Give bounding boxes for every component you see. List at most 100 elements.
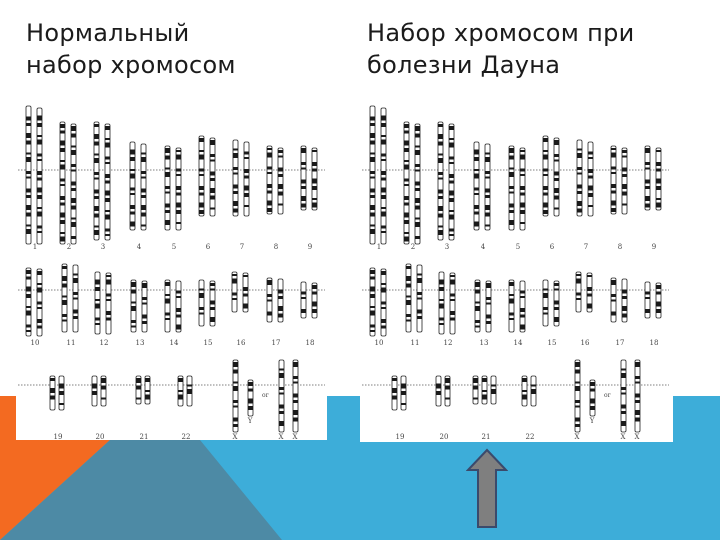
chromosome-number-label: 1 bbox=[377, 243, 381, 251]
chromosome bbox=[175, 280, 182, 333]
chromosome-number-label: 13 bbox=[480, 339, 489, 347]
chromosome-number-label: 10 bbox=[31, 339, 40, 347]
chromosome-number-label: 12 bbox=[444, 339, 453, 347]
chromosome-number-label: 22 bbox=[182, 433, 191, 440]
chromosome bbox=[300, 145, 307, 211]
chromosome-number-label: 20 bbox=[96, 433, 105, 440]
chromosome bbox=[542, 279, 549, 327]
chromosome-number-label: 9 bbox=[308, 243, 312, 251]
chromosome bbox=[449, 272, 456, 335]
chromosome bbox=[141, 280, 148, 333]
chromosome-number-label: 6 bbox=[550, 243, 555, 251]
chromosome bbox=[576, 139, 583, 217]
chromosome bbox=[209, 137, 216, 217]
chromosome-number-label: 13 bbox=[136, 339, 145, 347]
chromosome bbox=[25, 267, 32, 337]
chromosome bbox=[72, 264, 79, 333]
chromosome bbox=[444, 375, 451, 407]
chromosome bbox=[574, 359, 581, 433]
teal-triangle-shape bbox=[0, 440, 282, 540]
chromosome-number-label: 16 bbox=[237, 339, 246, 347]
chromosome-number-label: 7 bbox=[240, 243, 244, 251]
or-label: or bbox=[604, 392, 611, 399]
chromosome bbox=[186, 375, 193, 407]
chromosome-number-label: 21 bbox=[482, 433, 491, 441]
chromosome bbox=[209, 280, 216, 327]
chromosome bbox=[484, 143, 491, 231]
chromosome bbox=[243, 141, 250, 217]
chromosome bbox=[380, 107, 387, 245]
chromosome bbox=[644, 145, 651, 211]
chromosome bbox=[140, 143, 147, 231]
chromosome-number-label: 15 bbox=[204, 339, 213, 347]
chromosome bbox=[300, 281, 307, 319]
chromosome bbox=[403, 121, 410, 245]
chromosome bbox=[490, 375, 497, 405]
chromosome-number-label: 19 bbox=[54, 433, 63, 440]
chromosome bbox=[519, 280, 526, 333]
chromosome-number-label: X bbox=[233, 433, 238, 440]
chromosome bbox=[100, 375, 107, 407]
chromosome bbox=[104, 123, 111, 241]
chromosome bbox=[519, 147, 526, 231]
chromosome bbox=[416, 264, 423, 333]
chromosome bbox=[61, 263, 68, 333]
chromosome bbox=[144, 375, 151, 405]
chromosome-number-label: X bbox=[279, 433, 284, 440]
chromosome bbox=[621, 147, 628, 215]
chromosome bbox=[530, 375, 537, 407]
up-arrow-icon bbox=[466, 448, 508, 528]
chromosome-number-label: X bbox=[575, 433, 580, 441]
or-label: or bbox=[262, 392, 269, 399]
chromosome bbox=[164, 279, 171, 333]
chromosome-number-label: 5 bbox=[516, 243, 520, 251]
chromosome bbox=[266, 277, 273, 323]
chromosome bbox=[485, 280, 492, 333]
chromosome bbox=[135, 375, 142, 405]
chromosome-number-label: 10 bbox=[375, 339, 384, 347]
chromosome bbox=[587, 141, 594, 217]
chromosome bbox=[391, 375, 398, 411]
chromosome-number-label: 14 bbox=[170, 339, 179, 347]
chromosome-number-label: 8 bbox=[618, 243, 622, 251]
chromosome bbox=[474, 279, 481, 333]
chromosome bbox=[620, 359, 627, 433]
chromosome bbox=[380, 268, 387, 337]
chromosome bbox=[400, 375, 407, 411]
chromosome bbox=[70, 123, 77, 245]
chromosome bbox=[93, 121, 100, 241]
chromosome bbox=[36, 107, 43, 245]
chromosome bbox=[508, 145, 515, 231]
chromosome bbox=[586, 272, 593, 313]
chromosome-number-label: 3 bbox=[445, 243, 449, 251]
chromosome bbox=[644, 281, 651, 319]
chromosome-number-label: X bbox=[635, 433, 640, 441]
chromosome bbox=[472, 375, 479, 405]
chromosome bbox=[508, 279, 515, 333]
chromosome-number-label: 11 bbox=[411, 339, 420, 347]
normal-karyotype-title: Нормальный набор хромосом bbox=[26, 19, 236, 79]
chromosome-number-label: 12 bbox=[100, 339, 109, 347]
chromosome-number-label: 21 bbox=[140, 433, 149, 440]
chromosome bbox=[369, 267, 376, 337]
chromosome-number-label: 14 bbox=[514, 339, 523, 347]
chromosome bbox=[405, 263, 412, 333]
chromosome bbox=[369, 105, 376, 245]
down-syndrome-karyotype-title: Набор хромосом при болезни Дауна bbox=[367, 19, 635, 79]
chromosome bbox=[91, 375, 98, 407]
chromosome bbox=[277, 278, 284, 323]
chromosome bbox=[553, 137, 560, 217]
chromosome bbox=[49, 375, 56, 411]
chromosome-number-label: 17 bbox=[272, 339, 281, 347]
chromosome bbox=[198, 135, 205, 217]
orange-corner-shape bbox=[0, 396, 110, 540]
chromosome bbox=[481, 375, 488, 405]
chromosome-number-label: 20 bbox=[440, 433, 449, 441]
chromosome bbox=[521, 375, 528, 407]
chromosome bbox=[610, 145, 617, 215]
chromosome bbox=[311, 282, 318, 319]
chromosome bbox=[311, 147, 318, 211]
